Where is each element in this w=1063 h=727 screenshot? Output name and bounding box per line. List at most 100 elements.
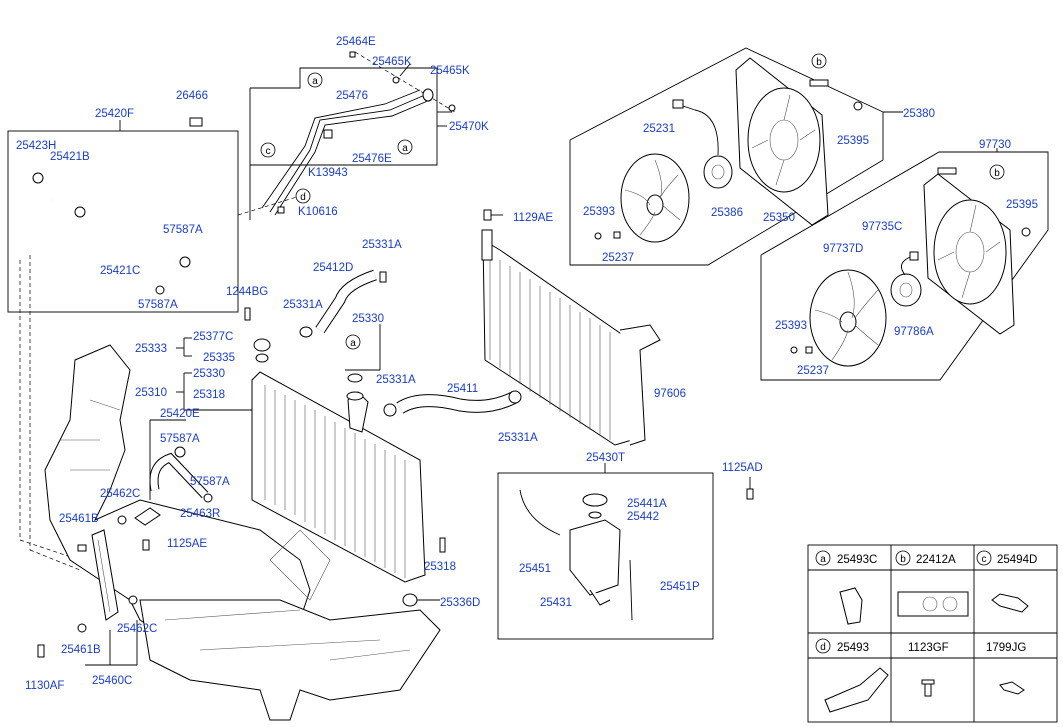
label-25331A: 25331A: [376, 374, 416, 386]
label-25451: 25451: [519, 563, 551, 575]
svg-text:a: a: [402, 143, 408, 154]
label-25470K: 25470K: [449, 121, 489, 133]
label-25412D: 25412D: [313, 262, 353, 274]
label-25465K: 25465K: [372, 56, 412, 68]
svg-text:25494D: 25494D: [997, 554, 1037, 566]
small-fittings: [32, 51, 1031, 658]
label-25423H: 25423H: [16, 140, 56, 152]
label-25420F: 25420F: [95, 108, 134, 120]
label-K13943: K13943: [308, 167, 348, 179]
svg-text:d: d: [820, 642, 826, 653]
hose-group-box: [7, 130, 239, 313]
fan-blade-1: [620, 153, 690, 243]
fan-shroud-1: [735, 57, 829, 226]
callout-b-2: b: [989, 164, 1005, 180]
svg-text:a: a: [312, 76, 318, 87]
fan-motor-2: [890, 251, 922, 307]
label-25476E: 25476E: [352, 153, 392, 165]
pipe-group-box: [249, 67, 438, 220]
condenser: [481, 229, 661, 446]
label-25461B: 25461B: [59, 513, 99, 525]
callout-d-1: d: [295, 188, 311, 204]
label-97735C: 97735C: [862, 221, 902, 233]
svg-text:a: a: [350, 338, 356, 349]
fan-blade-2: [809, 269, 887, 367]
label-1244BG: 1244BG: [226, 286, 268, 298]
label-97730: 97730: [979, 139, 1011, 151]
label-25395: 25395: [1006, 199, 1038, 211]
label-K10616: K10616: [298, 206, 338, 218]
svg-text:1799JG: 1799JG: [986, 642, 1026, 654]
label-25395: 25395: [837, 135, 869, 147]
svg-text:b: b: [900, 554, 906, 565]
label-25462C: 25462C: [117, 623, 157, 635]
legend-cell-d: d 25493: [815, 638, 889, 713]
label-25451P: 25451P: [660, 581, 700, 593]
label-25476: 25476: [336, 90, 368, 102]
svg-text:1123GF: 1123GF: [908, 642, 949, 654]
legend-cell-1123GF: 1123GF: [908, 642, 949, 697]
label-25380: 25380: [903, 108, 935, 120]
legend-cell-c: c 25494D: [976, 550, 1037, 613]
legend-cell-a: a 25493C: [815, 550, 877, 625]
label-25331A: 25331A: [362, 239, 402, 251]
label-97737D: 97737D: [823, 243, 863, 255]
label-25465K: 25465K: [430, 65, 470, 77]
label-25331A: 25331A: [283, 299, 323, 311]
label-25310: 25310: [135, 387, 167, 399]
svg-text:25493: 25493: [837, 642, 869, 654]
svg-text:b: b: [994, 168, 1000, 179]
callout-a-1: a: [307, 72, 323, 88]
label-25333: 25333: [135, 343, 167, 355]
legend-cell-1799JG: 1799JG: [986, 642, 1026, 695]
label-25330: 25330: [352, 313, 384, 325]
oil-cooler: [91, 529, 119, 621]
label-25331A: 25331A: [498, 432, 538, 444]
label-25318: 25318: [424, 561, 456, 573]
label-25461B: 25461B: [61, 644, 101, 656]
label-25335: 25335: [203, 352, 235, 364]
label-25318: 25318: [193, 389, 225, 401]
label-25237: 25237: [602, 252, 634, 264]
callout-c-1: c: [260, 142, 276, 158]
legend-table: a 25493C b 22412A c 25494D d 25493 1123G…: [807, 544, 1058, 723]
fan-assy-box-2: [760, 151, 1049, 381]
label-25421C: 25421C: [100, 265, 140, 277]
fan-assy-box-1: [569, 47, 884, 266]
label-25463R: 25463R: [180, 508, 220, 520]
label-25231: 25231: [643, 123, 675, 135]
label-25460C: 25460C: [92, 675, 132, 687]
label-26466: 26466: [176, 90, 208, 102]
label-25421B: 25421B: [50, 151, 90, 163]
label-25393: 25393: [583, 206, 615, 218]
fan-shroud-2: [923, 173, 1015, 335]
svg-text:b: b: [816, 57, 822, 68]
label-25237: 25237: [797, 365, 829, 377]
label-25442: 25442: [627, 511, 659, 523]
callout-a-2: a: [397, 139, 413, 155]
svg-text:c: c: [982, 554, 987, 565]
callout-a-3: a: [345, 334, 361, 350]
label-1125AD: 1125AD: [722, 462, 763, 474]
label-25393: 25393: [775, 320, 807, 332]
svg-text:a: a: [820, 554, 826, 565]
label-57587A: 57587A: [160, 433, 200, 445]
label-57587A: 57587A: [138, 299, 178, 311]
svg-text:d: d: [300, 192, 306, 203]
radiator: [251, 371, 426, 583]
label-57587A: 57587A: [163, 224, 203, 236]
reservoir-tank: [519, 489, 633, 621]
label-25441A: 25441A: [627, 498, 667, 510]
label-25330: 25330: [193, 368, 225, 380]
part-labels: 25464E 25465K 25465K 26466 25476 25470K …: [16, 36, 1038, 692]
label-97786A: 97786A: [894, 326, 934, 338]
svg-text:c: c: [266, 146, 271, 157]
fan-motor-1: [672, 99, 733, 189]
label-25420E: 25420E: [160, 408, 200, 420]
pipe-25476: [261, 88, 434, 216]
svg-text:22412A: 22412A: [916, 554, 956, 566]
legend-cell-b: b 22412A: [895, 550, 969, 617]
label-97606: 97606: [654, 388, 686, 400]
label-57587A: 57587A: [190, 476, 230, 488]
reservoir-box: [497, 472, 714, 640]
